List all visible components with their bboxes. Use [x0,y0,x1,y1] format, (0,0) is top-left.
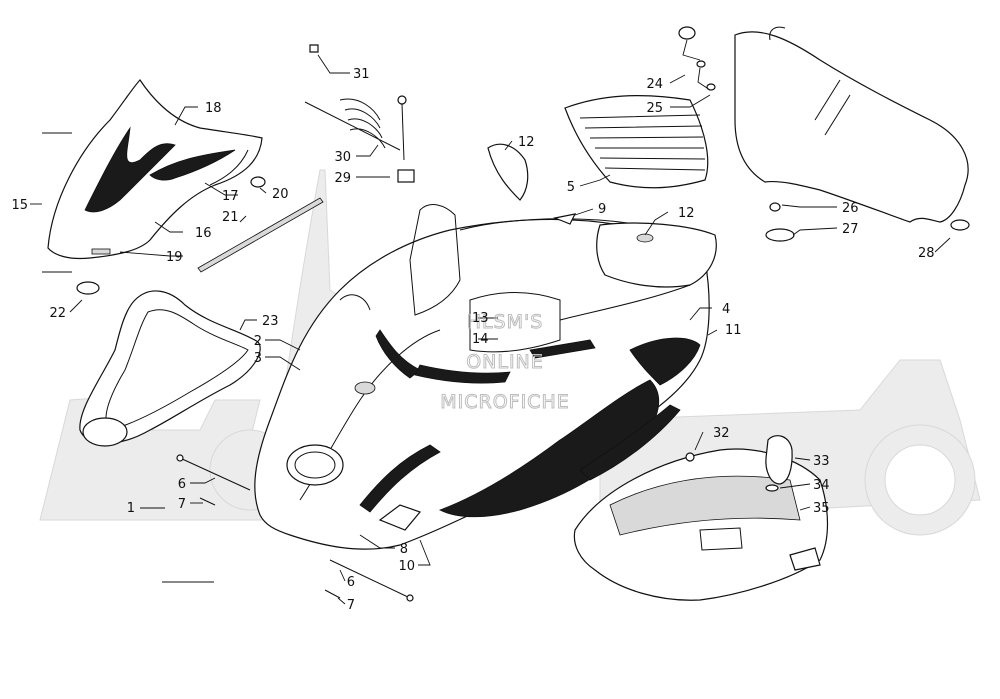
watermark-line-3: MICROFICHE [440,391,570,413]
callout-3: 3 [254,351,262,366]
callout-18: 18 [205,101,222,116]
callout-34: 34 [813,478,830,493]
callout-12-top: 12 [518,135,535,150]
callout-13: 13 [472,311,489,326]
callout-29: 29 [334,171,351,186]
callout-labels: 1 2 3 4 5 6 7 6 7 8 9 10 11 12 12 13 14 … [11,67,934,613]
callout-26: 26 [842,201,859,216]
callout-7-left: 7 [178,497,186,512]
callout-20: 20 [272,187,289,202]
trim-strip-part-21 [197,197,324,273]
windshield-part-27 [734,26,969,223]
callout-8: 8 [400,542,408,557]
callout-28: 28 [918,246,935,261]
callout-5: 5 [567,180,575,195]
callout-7-bottom: 7 [347,598,355,613]
callout-19: 19 [166,250,183,265]
callout-6-bottom: 6 [347,575,355,590]
clip-part-20 [250,176,266,188]
callout-21: 21 [222,210,239,225]
callout-23: 23 [262,314,279,329]
tab-part-9 [552,213,577,225]
grommet-part-32 [685,452,695,462]
callout-17: 17 [222,189,239,204]
callout-14: 14 [472,332,489,347]
watermark: HLSM'S ONLINE MICROFICHE [440,311,570,414]
plate-part-12-top [487,143,529,201]
callout-1: 1 [127,501,135,516]
skid-plate-part-35 [573,448,829,601]
callout-4: 4 [722,302,730,317]
callout-15: 15 [11,198,28,213]
windshield-hardware [678,26,970,242]
callout-10: 10 [398,559,415,574]
ring-part-33 [765,435,793,485]
callout-2: 2 [254,334,262,349]
callout-6-left: 6 [178,477,186,492]
callout-16: 16 [195,226,212,241]
callout-33: 33 [813,454,830,469]
shield-part-12-right [596,222,717,288]
washer-part-34 [765,484,779,492]
front-body-part-1 [254,204,710,550]
grille-pad-part-5 [564,95,709,189]
callout-30: 30 [334,150,351,165]
hood-panel-part-16 [47,79,263,260]
leader-lines [30,54,951,605]
bolts-bottom [324,559,414,602]
callout-35: 35 [813,501,830,516]
visor-frame-part-23 [79,290,261,447]
callout-25: 25 [646,101,663,116]
callout-27: 27 [842,222,859,237]
watermark-line-2: ONLINE [466,351,544,373]
callout-32: 32 [713,426,730,441]
callout-12-right: 12 [678,206,695,221]
callout-9: 9 [598,202,606,217]
callout-31: 31 [353,67,370,82]
callout-22: 22 [49,306,66,321]
watermark-line-1: HLSM'S [467,311,544,333]
bolts-left [176,454,251,506]
callout-11: 11 [725,323,742,338]
callout-24: 24 [646,77,663,92]
spring-hardware [304,44,415,183]
grommet-part-22 [76,281,100,295]
